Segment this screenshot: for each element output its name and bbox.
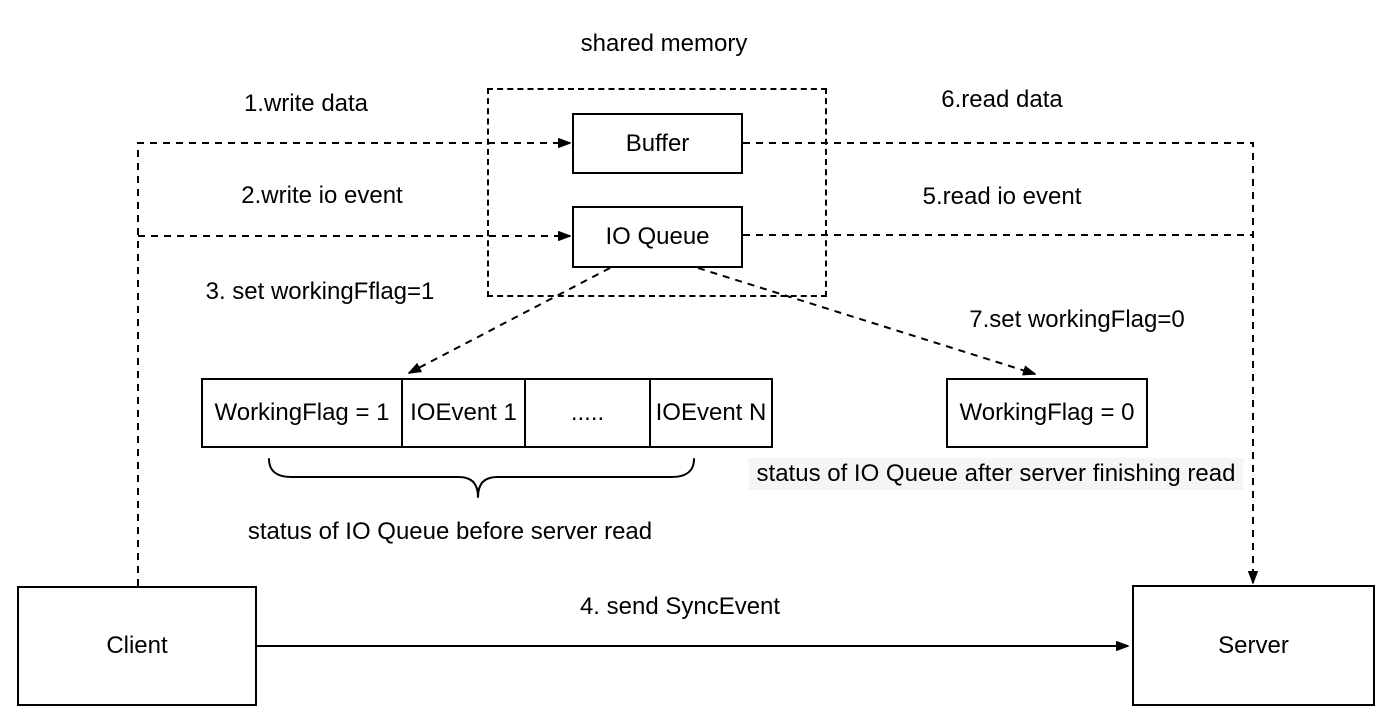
table-cell-ioevent-1: IOEvent 1	[401, 380, 524, 446]
server-node-label: Server	[1218, 631, 1289, 659]
table-cell-ioevent-n: IOEvent N	[649, 380, 771, 446]
edge-label-set-working-flag-1: 3. set workingFflag=1	[205, 278, 435, 305]
client-node: Client	[17, 586, 257, 706]
io-queue-node: IO Queue	[572, 206, 743, 268]
edge-label-write-io-event: 2.write io event	[241, 182, 403, 209]
working-flag-after-label: WorkingFlag = 0	[959, 399, 1135, 426]
table-cell-working-flag: WorkingFlag = 1	[214, 399, 390, 426]
diagram-title: shared memory	[580, 30, 748, 57]
edge-label-send-sync-event: 4. send SyncEvent	[579, 593, 781, 620]
edge-label-read-data: 6.read data	[941, 86, 1063, 113]
client-node-label: Client	[106, 632, 168, 659]
edge-label-write-data: 1.write data	[243, 90, 369, 117]
caption-before-read: status of IO Queue before server read	[247, 518, 653, 545]
table-cell-ellipsis: .....	[524, 380, 649, 446]
io-queue-state-table: WorkingFlag = 1 IOEvent 1 ..... IOEvent …	[201, 378, 773, 448]
caption-after-read: status of IO Queue after server finishin…	[748, 458, 1244, 490]
buffer-node: Buffer	[572, 113, 743, 174]
io-queue-node-label: IO Queue	[605, 223, 710, 250]
edge-label-read-io-event: 5.read io event	[922, 183, 1082, 210]
working-flag-after-node: WorkingFlag = 0	[946, 378, 1148, 448]
edge-label-set-working-flag-0: 7.set workingFlag=0	[969, 306, 1185, 333]
buffer-node-label: Buffer	[625, 129, 690, 157]
brace-under-table	[268, 458, 695, 498]
server-node: Server	[1132, 585, 1375, 706]
